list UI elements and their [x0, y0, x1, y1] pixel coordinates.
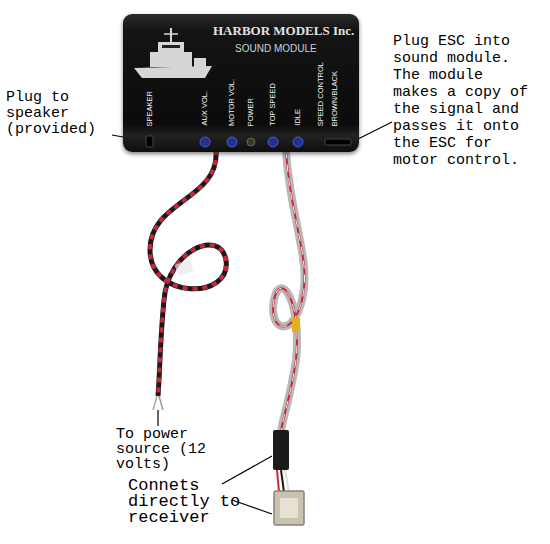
callout-text: Connets directly to receiver: [128, 478, 248, 526]
servo-cable: [273, 150, 305, 432]
jumper-wire: [277, 470, 279, 492]
power-wire: [150, 150, 226, 396]
callout-text: Plug to speaker (provided): [6, 90, 106, 138]
callout-text: Plug ESC into sound module. The module m…: [393, 33, 531, 169]
port-label: POWER: [246, 98, 256, 126]
bare-wire: [153, 396, 157, 410]
product-name: SOUND MODULE: [235, 43, 317, 55]
servo-plug: [273, 430, 289, 470]
port-label: SPEAKER: [145, 91, 155, 126]
sound-module: HARBOR MODELS Inc. SOUND MODULE SPEAKER AUX…: [123, 14, 359, 152]
port-label: IDLE: [293, 109, 303, 126]
callout-text: To power source (12 volts): [116, 427, 216, 472]
port-label: MOTOR VOL.: [227, 79, 237, 126]
servo-cable: [273, 150, 305, 432]
leader-line: [222, 456, 272, 484]
metal-plug: [274, 491, 304, 525]
jumper-wire: [281, 470, 284, 492]
port-label: BROWN/BLACK: [330, 71, 340, 126]
bare-wire: [159, 396, 163, 410]
port-label: AUX VOL.: [200, 91, 210, 126]
metal-plug: [280, 498, 298, 518]
leader-line: [157, 410, 158, 426]
power-wire: [150, 150, 226, 396]
heat-shrink: [292, 318, 300, 332]
port-label: TOP SPEED: [268, 83, 278, 126]
tape: [174, 260, 193, 277]
servo-cable: [273, 150, 305, 432]
jumper-wire: [285, 470, 289, 492]
port-label: SPEED CONTROL: [316, 62, 326, 126]
brand-name: HARBOR MODELS Inc.: [213, 23, 354, 38]
